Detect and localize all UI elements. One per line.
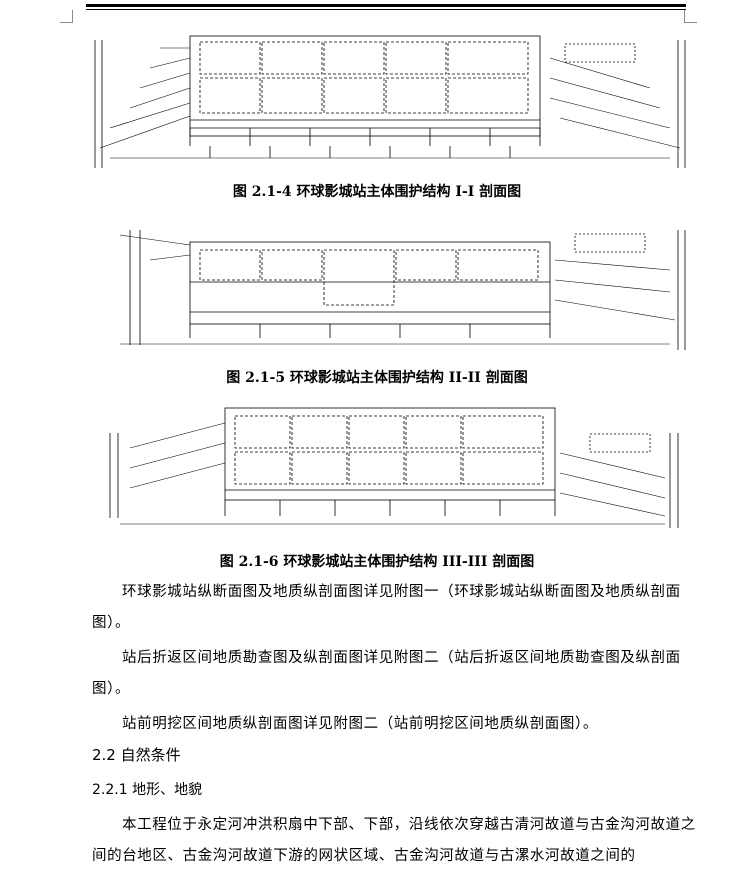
section-drawing-2 (90, 220, 690, 355)
figure-caption-2: 图 2.1-5 环球影城站主体围护结构 II-II 剖面图 (226, 370, 528, 386)
section-drawing-1 (90, 28, 690, 168)
header-rule (86, 4, 686, 7)
subsection-number: 2.2.1 (92, 782, 128, 798)
section-heading: 2.2 自然条件 (92, 744, 181, 765)
paragraph-1: 环球影城站纵断面图及地质纵剖面图详见附图一（环球影城站纵断面图及地质纵剖面图）。 (92, 584, 681, 631)
margin-corner-mark (684, 10, 697, 23)
section-drawing-3 (90, 398, 690, 533)
margin-corner-mark (60, 10, 73, 23)
body-paragraph: 本工程位于永定河冲洪积扇中下部、下部，沿线依次穿越古清河故道与古金沟河故道之间的… (92, 817, 696, 864)
figure-caption-3: 图 2.1-6 环球影城站主体围护结构 III-III 剖面图 (219, 554, 535, 570)
paragraph-3: 站前明挖区间地质纵剖面图详见附图二（站前明挖区间地质纵剖面图）。 (122, 716, 598, 732)
paragraph-2: 站后折返区间地质勘查图及纵剖面图详见附图二（站后折返区间地质勘查图及纵剖面图）。 (92, 650, 681, 697)
subsection-heading: 2.2.1 地形、地貌 (92, 779, 202, 799)
figure-caption-1: 图 2.1-4 环球影城站主体围护结构 I-I 剖面图 (232, 184, 522, 200)
section-number: 2.2 (92, 746, 116, 764)
header-rule-thin (86, 9, 686, 10)
subsection-title: 地形、地貌 (132, 782, 203, 798)
section-title: 自然条件 (120, 746, 181, 764)
